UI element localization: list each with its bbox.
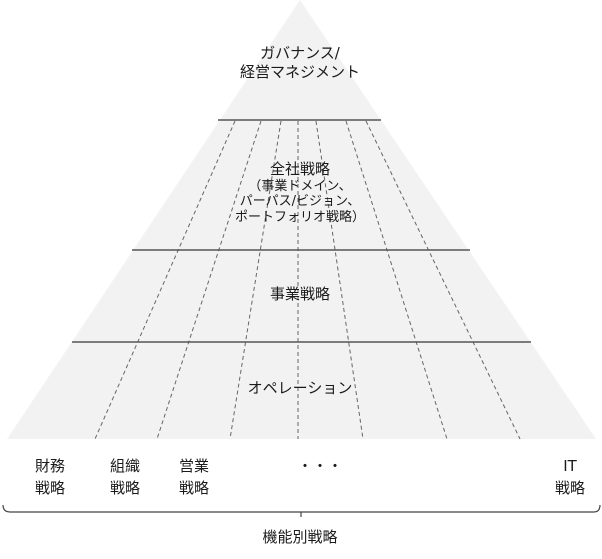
organization-line1: 組織 [109,457,140,475]
corporate-sub-2: パーパス/ビジョン、 [239,194,361,210]
function-sales-label: 営業 戦略 [164,455,224,499]
corporate-sub-1: （事業ドメイン、 [248,178,352,194]
it-line2: 戦略 [554,479,585,497]
governance-line2: 経営マネジメント [239,62,360,81]
function-ellipsis-label: ・・・ [290,455,350,477]
governance-line1: ガバナンス/ [260,44,340,62]
it-line1: IT [563,457,577,475]
sales-line1: 営業 [178,457,209,475]
sales-line2: 戦略 [178,479,209,497]
function-organization-label: 組織 戦略 [95,455,155,499]
function-it-label: IT 戦略 [540,455,600,499]
organization-line2: 戦略 [109,479,140,497]
functional-dashed-lines [94,120,521,440]
function-finance-label: 財務 戦略 [20,455,80,499]
layer-operation-label: オペレーション [247,379,353,397]
layer-governance-label: ガバナンス/ 経営マネジメント [200,44,400,82]
finance-line1: 財務 [34,457,65,475]
bracket-label: 機能別戦略 [262,528,338,546]
ellipsis: ・・・ [297,457,343,475]
layer-corporate-label: 全社戦略 （事業ドメイン、 パーパス/ビジョン、 ポートフォリオ戦略） [180,160,420,226]
functional-bracket [2,504,601,517]
corporate-sub-3: ポートフォリオ戦略） [234,209,365,225]
corporate-title: 全社戦略 [269,160,330,178]
layer-dividers [72,119,531,343]
layer-business-label: 事業戦略 [269,285,330,303]
pyramid-shape [7,0,596,439]
finance-line2: 戦略 [34,479,65,497]
